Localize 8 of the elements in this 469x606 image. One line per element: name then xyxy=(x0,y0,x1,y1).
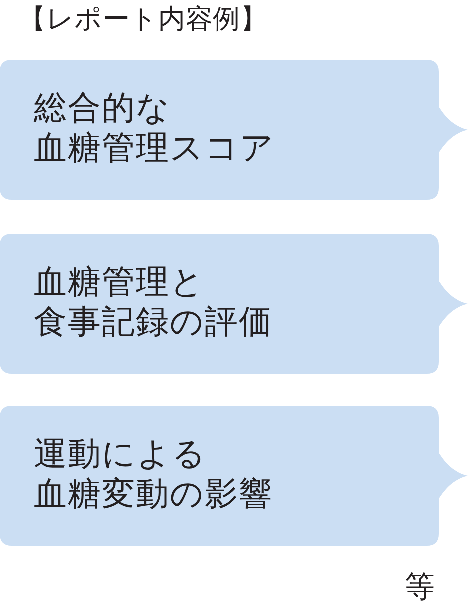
speech-bubble xyxy=(0,234,469,374)
note-text: 等 xyxy=(405,571,435,605)
bubble-text: 運動による血糖変動の影響 xyxy=(34,434,273,514)
bubble-text: 血糖管理と食事記録の評価 xyxy=(34,262,273,342)
heading: 【レポート内容例】 xyxy=(19,3,268,37)
speech-bubble xyxy=(0,406,469,546)
speech-bubble xyxy=(0,60,469,200)
bubble-text: 総合的な血糖管理スコア xyxy=(34,88,275,168)
